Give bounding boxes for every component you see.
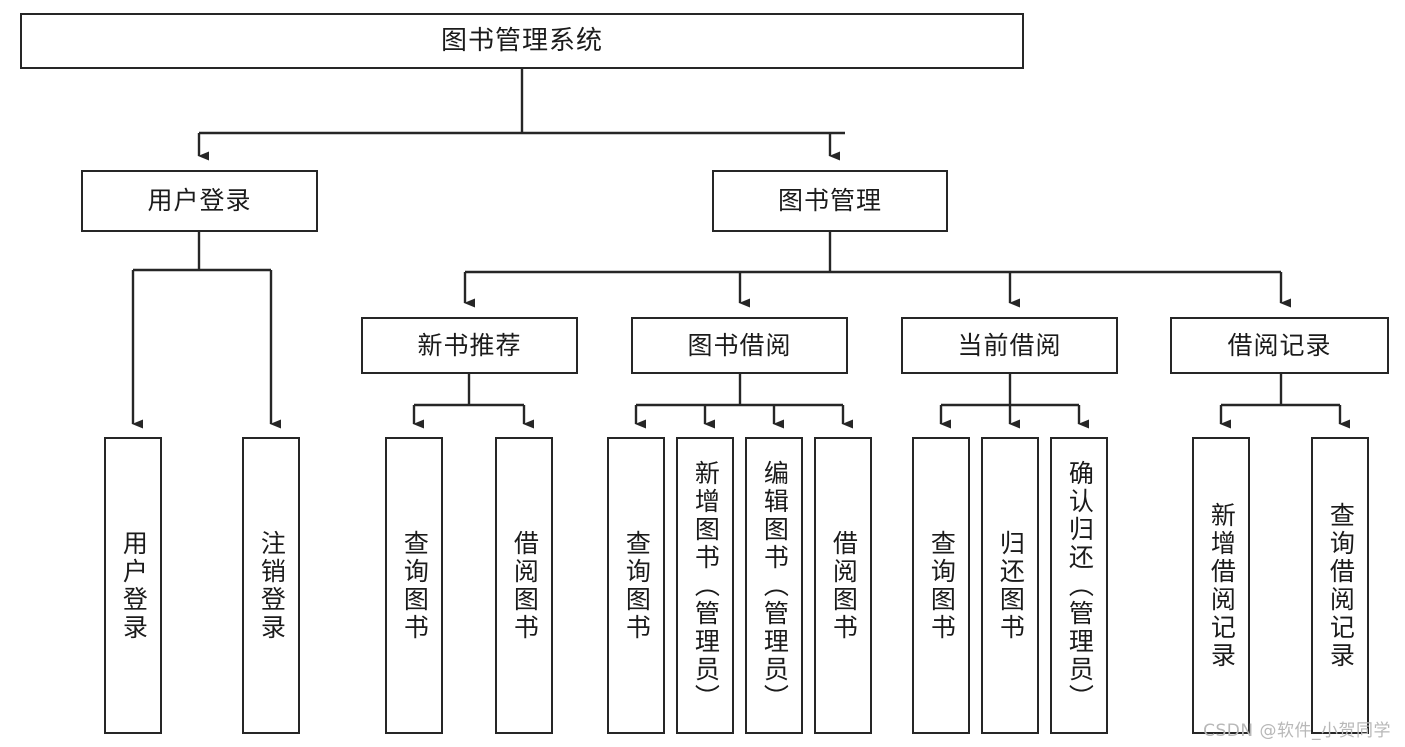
node-leaf-query-borrow-record[interactable]: 查询借阅记录 xyxy=(1311,437,1369,734)
node-label: 新增借阅记录 xyxy=(1207,501,1237,670)
node-label: 借阅图书 xyxy=(829,529,859,642)
node-label: 图书管理 xyxy=(777,186,882,216)
node-label: 归还图书 xyxy=(996,529,1026,642)
node-leaf-query-book-borrow[interactable]: 查询图书 xyxy=(607,437,665,734)
node-leaf-borrow-book-recommend[interactable]: 借阅图书 xyxy=(495,437,553,734)
node-leaf-add-borrow-record[interactable]: 新增借阅记录 xyxy=(1192,437,1250,734)
node-leaf-query-book-recommend[interactable]: 查询图书 xyxy=(385,437,443,734)
node-label: 编辑图书（管理员） xyxy=(760,459,790,712)
node-leaf-add-book-admin[interactable]: 新增图书（管理员） xyxy=(676,437,734,734)
node-user-login[interactable]: 用户登录 xyxy=(81,170,318,232)
node-label: 借阅记录 xyxy=(1227,330,1332,360)
node-label: 新书推荐 xyxy=(417,330,522,360)
node-new-book-recommend[interactable]: 新书推荐 xyxy=(361,317,578,374)
node-leaf-borrow-book[interactable]: 借阅图书 xyxy=(814,437,872,734)
node-label: 查询图书 xyxy=(400,529,430,642)
node-leaf-user-login[interactable]: 用户登录 xyxy=(104,437,162,734)
node-label: 注销登录 xyxy=(257,529,287,642)
node-label: 新增图书（管理员） xyxy=(691,459,721,712)
node-leaf-confirm-return-admin[interactable]: 确认归还（管理员） xyxy=(1050,437,1108,734)
node-label: 借阅图书 xyxy=(510,529,540,642)
node-current-borrow[interactable]: 当前借阅 xyxy=(901,317,1118,374)
node-label: 当前借阅 xyxy=(957,330,1062,360)
node-label: 确认归还（管理员） xyxy=(1065,459,1095,712)
node-leaf-return-book[interactable]: 归还图书 xyxy=(981,437,1039,734)
node-leaf-query-book-current[interactable]: 查询图书 xyxy=(912,437,970,734)
node-label: 查询图书 xyxy=(622,529,652,642)
node-borrow-record[interactable]: 借阅记录 xyxy=(1170,317,1389,374)
node-root-book-management-system[interactable]: 图书管理系统 xyxy=(20,13,1024,69)
node-label: 图书管理系统 xyxy=(440,25,603,56)
node-book-manage[interactable]: 图书管理 xyxy=(712,170,948,232)
watermark: CSDN @软件_小贺同学 xyxy=(1203,721,1391,741)
node-book-borrow[interactable]: 图书借阅 xyxy=(631,317,848,374)
node-leaf-edit-book-admin[interactable]: 编辑图书（管理员） xyxy=(745,437,803,734)
node-label: 查询图书 xyxy=(927,529,957,642)
node-label: 查询借阅记录 xyxy=(1326,501,1356,670)
node-label: 用户登录 xyxy=(119,529,149,642)
node-label: 图书借阅 xyxy=(687,330,792,360)
node-label: 用户登录 xyxy=(147,186,252,216)
node-leaf-logout[interactable]: 注销登录 xyxy=(242,437,300,734)
